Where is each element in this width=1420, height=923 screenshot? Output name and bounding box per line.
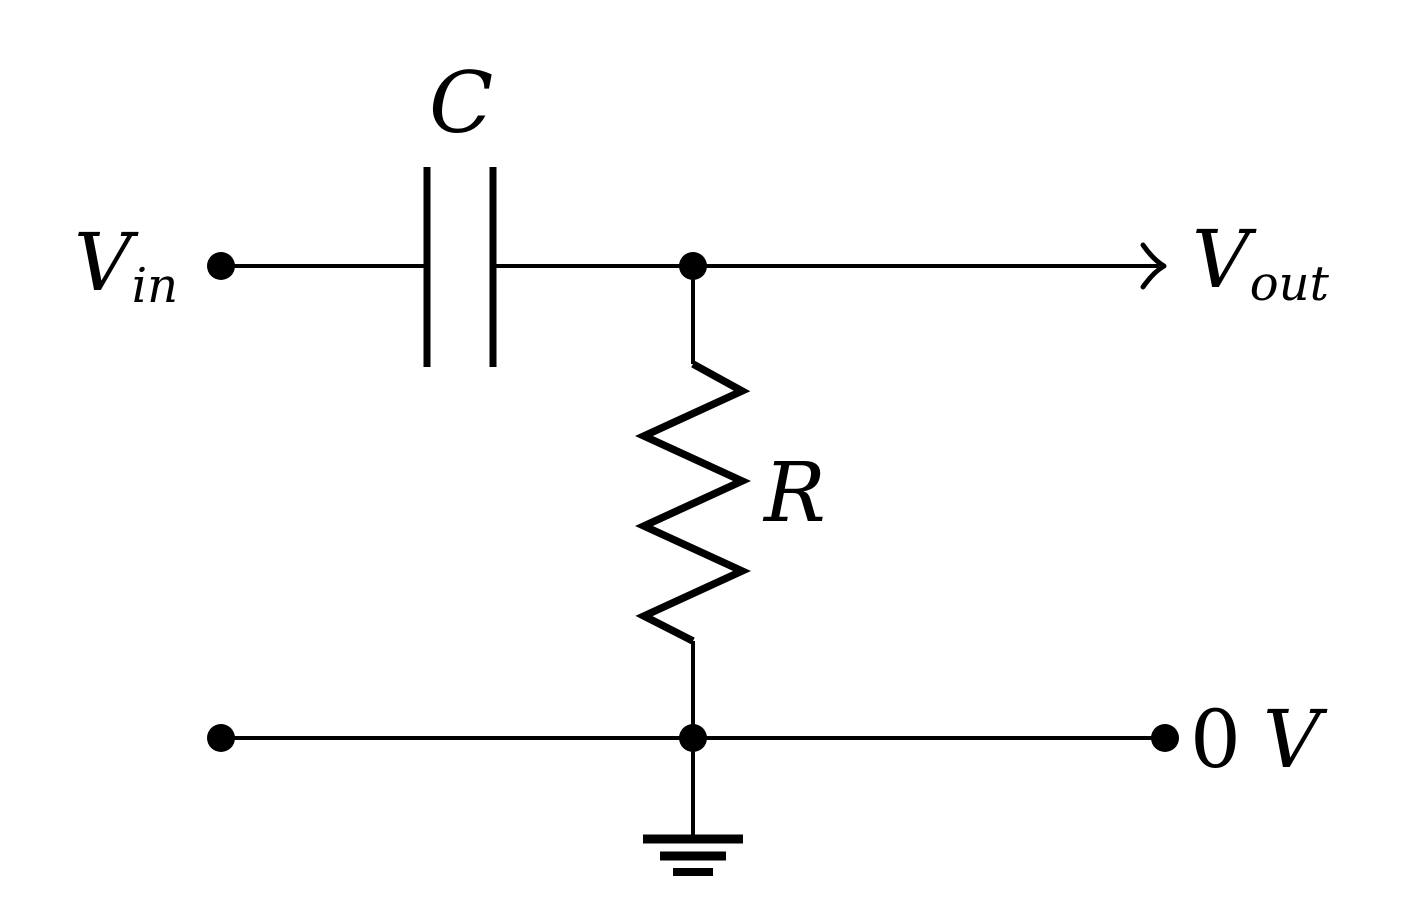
vout-label-main: V [1192,213,1257,306]
zero-volt-unit: V [1263,693,1328,786]
vout-label-sub: out [1250,256,1330,312]
resistor-label: R [762,446,826,541]
ground-rail-dot-right [1151,724,1179,752]
ground-rail-dot-left [207,724,235,752]
vin-label-sub: in [132,258,178,314]
zero-volt-value: 0 [1190,693,1241,786]
output-arrowhead-icon [1140,242,1167,290]
resistor-zigzag-icon [635,360,751,645]
capacitor-label: C [429,54,493,152]
vin-label-main: V [74,216,139,309]
vout-label: Vout [1192,213,1330,312]
input-terminal-dot [207,252,235,280]
vin-label: Vin [74,216,178,314]
